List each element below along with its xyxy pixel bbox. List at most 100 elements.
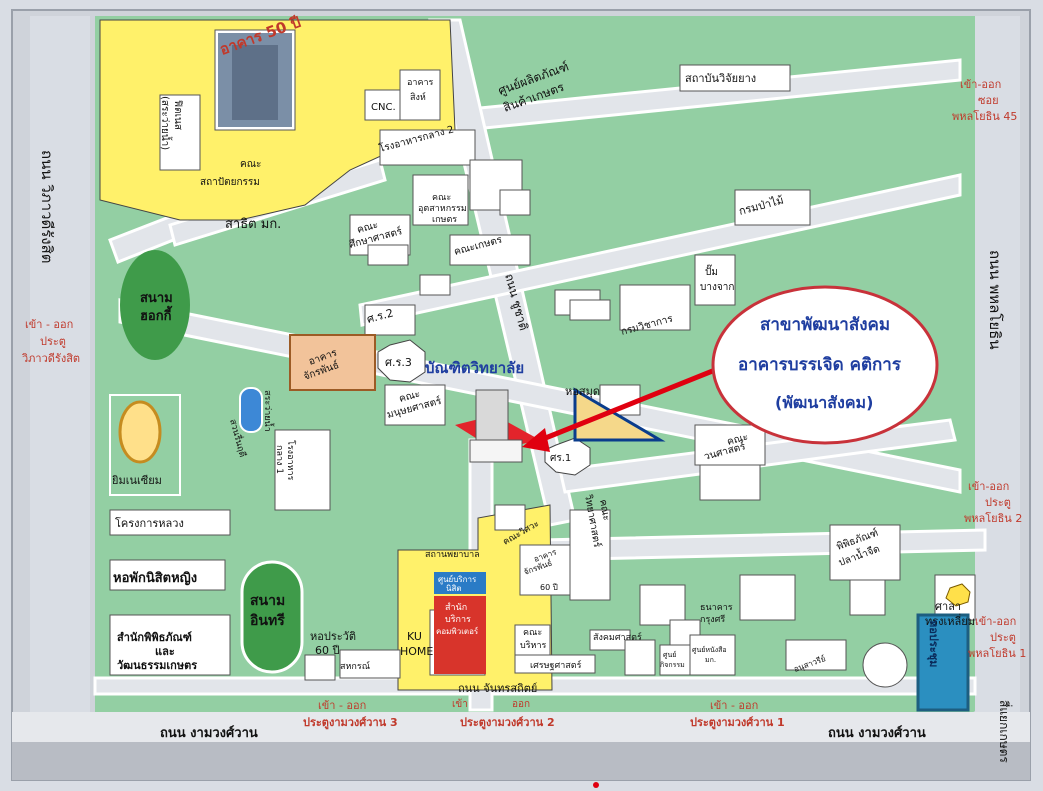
label-graduate-school: บัณฑิตวิทยาลัย (425, 359, 524, 377)
gate2-out: ออก (512, 699, 530, 710)
pool-shape (239, 387, 263, 433)
chakphan-building (289, 334, 376, 391)
gate-mid-right-name: พหลโยธิน 2 (964, 511, 1022, 525)
gate1-name: ประตูงามวงศ์วาน 1 (690, 716, 785, 730)
gate2-name: ประตูงามวงศ์วาน 2 (460, 716, 555, 730)
label-education-1: คณะ (356, 220, 379, 236)
label-sala-1: ศาลา (935, 600, 961, 613)
label-social-sci: สังคมศาสตร์ (593, 631, 642, 643)
gym-building (109, 394, 181, 496)
gate-top-right-entry: เข้า-ออก (960, 78, 1001, 91)
sala-marker (945, 583, 971, 607)
label-bank-1: ธนาคาร (700, 603, 733, 613)
road-chan-thaisit: ถนน จันทรสถิตย์ (458, 682, 537, 695)
label-ku-home-1: KU (407, 630, 422, 643)
label-office-3: คอมพิวเตอร์ (436, 626, 479, 636)
location-arrow (537, 365, 721, 444)
label-humanities-1: คณะ (398, 389, 421, 405)
callout-line2: อาคารบรรเจิด คติการ (738, 355, 902, 375)
sor3-marker (377, 339, 426, 383)
label-hall60-2: 60 ปี (315, 644, 339, 657)
gate3-name: ประตูงามวงศ์วาน 3 (303, 716, 398, 730)
label-architecture-1: คณะ (240, 159, 261, 170)
label-service-2: นิสิต (446, 584, 462, 593)
gate3-in: เข้า - ออก (318, 699, 366, 712)
label-architecture-2: สถาปัตยกรรม (200, 177, 260, 188)
gate-top-right-name: พหลโยธิน 45 (952, 109, 1017, 123)
label-book-center-2: มก. (705, 656, 716, 664)
gate-top-right-soi: ซอย (978, 94, 999, 107)
callout-line3: (พัฒนาสังคม) (775, 393, 873, 412)
label-science-1: คณะ (597, 499, 612, 522)
label-sports-1: ฟิตเนส (172, 100, 183, 130)
label-service-1: ศูนย์บริการ (438, 574, 477, 585)
label-royal-project: โครงการหลวง (115, 516, 184, 530)
label-sindhu-2: สิงห์ (410, 91, 426, 103)
building50-tower (232, 45, 278, 120)
label-sor1: ศร.1 (550, 453, 571, 464)
label-office-1: สำนัก (445, 602, 467, 613)
road-bottom-right: สี่แยกเกษตร (997, 700, 1013, 763)
gate1-in: เข้า - ออก (710, 699, 758, 712)
label-coop: สหกรณ์ (340, 660, 370, 672)
label-gym: ยิมเนเซียม (111, 474, 161, 487)
semi-circle (862, 642, 908, 688)
gate-left-entry: เข้า - ออก (25, 318, 73, 331)
library-building (573, 387, 666, 442)
label-canteen1-2: กลาง 1 (274, 445, 284, 474)
computer-service-box (434, 596, 486, 674)
label-agro-ind-1: คณะ (432, 193, 451, 203)
label-office-2: บริการ (445, 614, 471, 625)
label-salachit: สาธิต มก. (225, 217, 281, 232)
label-bangjak-1: ปั๊ม (705, 264, 718, 278)
gate-low-right-gate: ประตู (990, 631, 1016, 644)
label-canteen1-1: โรงอาหาร (285, 440, 296, 481)
gate-mid-right-gate: ประตู (985, 496, 1011, 509)
label-museum-2: และ (155, 645, 175, 658)
label-student-center-1: ศูนย์ (663, 651, 676, 659)
monument-block (785, 639, 847, 671)
label-sor3: ศ.ร.3 (385, 356, 412, 369)
hall-hoprachum (916, 613, 970, 712)
label-hockey-1: สนาม (140, 291, 173, 306)
label-hall60-1: หอประวัติ (310, 630, 356, 643)
label-business-1: คณะ (523, 628, 542, 638)
label-museum-1: สำนักพิพิธภัณฑ์ (117, 631, 192, 644)
service-center-box (434, 572, 486, 594)
gate-low-right-entry: เข้า-ออก (975, 615, 1016, 628)
label-student-center-2: กิจกรรม (660, 661, 685, 669)
label-sindhu-1: อาคาร (407, 78, 434, 88)
road-ngamwongwan-right: ถนน งามวงศ์วาน (828, 725, 926, 741)
label-museum-3: วัฒนธรรมเกษตร (117, 659, 197, 672)
hockey-field (120, 250, 190, 360)
label-rubber-institute: สถาบันวิจัยยาง (685, 72, 756, 85)
label-sala-2: ทรงเหลี่ยม (925, 613, 975, 628)
label-women-dorm: หอพักนิสิตหญิง (113, 571, 197, 586)
label-hospital: สถานพยาบาล (425, 550, 480, 560)
label-stadium-2: อินทรี (249, 613, 285, 629)
label-bank-2: กรุงศรี (700, 614, 725, 625)
road-ngamwongwan-left: ถนน งามวงศ์วาน (160, 725, 258, 741)
callout-ring (711, 285, 939, 445)
location-arrowhead (522, 428, 550, 452)
label-bangjak-2: บางจาก (700, 282, 734, 293)
callout-line1: สาขาพัฒนาสังคม (760, 315, 890, 335)
road-phaholyothin: ถนน พหลโยธิน (986, 250, 1004, 350)
label-business-2: บริหาร (520, 640, 547, 651)
label-agro-ind-3: เกษตร (432, 215, 457, 225)
label-sports-2: (สระว่ายน้ำ) (159, 96, 173, 150)
stadium-field (240, 560, 304, 674)
map-dot (593, 782, 599, 788)
label-cnc: CNC. (371, 102, 396, 113)
label-book-center-1: ศูนย์หนังสือ (692, 646, 727, 654)
label-agro-ind-2: อุตสาหกรรม (418, 204, 467, 214)
internal-roads (12, 16, 1030, 780)
gate2-in: เข้า (452, 698, 468, 710)
label-forestry-fac-1: คณะ (726, 432, 749, 448)
label-pool: สระว่ายน้ำ (262, 390, 275, 432)
gate-mid-right-entry: เข้า-ออก (968, 480, 1009, 493)
label-ku-home-2: HOME (400, 645, 433, 658)
label-hall-hoprachum: หอประชุม (926, 620, 940, 667)
road-vibhavadi: ถนน วิภาวดีรังสิต (38, 150, 56, 264)
